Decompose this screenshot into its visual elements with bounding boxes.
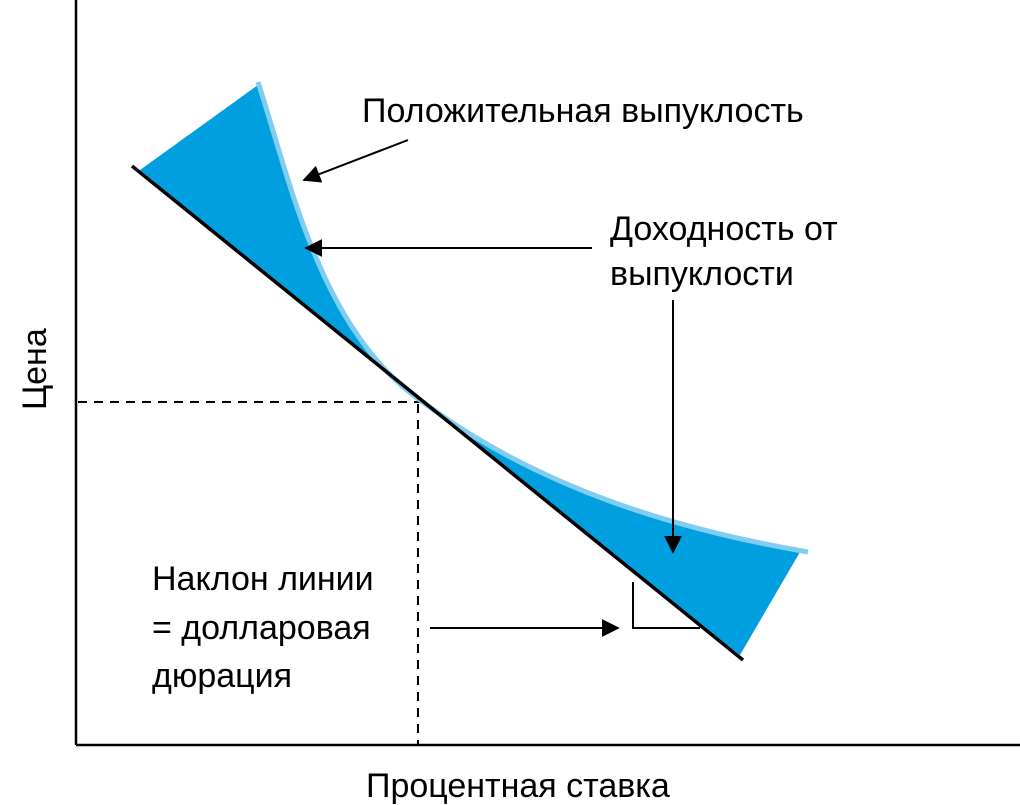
convexity-return-label-line2: выпуклости (610, 255, 794, 293)
positive-convexity-label: Положительная выпуклость (362, 92, 804, 130)
slope-bracket (632, 582, 700, 629)
positive-convexity-arrow (302, 139, 409, 183)
slope-label-line1: Наклон линии (152, 560, 374, 598)
y-axis-label: Цена (16, 328, 54, 410)
slope-label-line2: = долларовая (152, 609, 371, 647)
convexity-return-label-line1: Доходность от (610, 210, 838, 248)
x-axis-label: Процентная ставка (366, 767, 670, 805)
slope-label-line3: дюрация (152, 657, 292, 695)
convexity-gain-region (140, 85, 800, 655)
tangent-line (130, 164, 745, 662)
